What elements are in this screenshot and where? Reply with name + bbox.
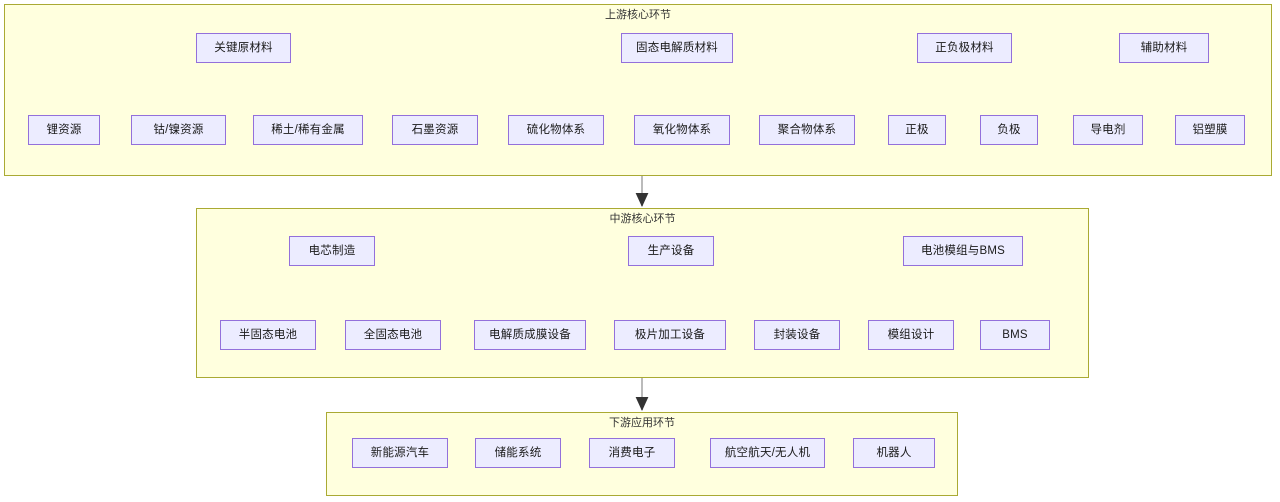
node-d_consumer[interactable]: 消费电子: [589, 438, 675, 468]
node-u_graphite[interactable]: 石墨资源: [392, 115, 478, 145]
node-label: 负极: [997, 124, 1021, 136]
node-label: 石墨资源: [411, 124, 459, 136]
cluster-midstream: 中游核心环节: [196, 208, 1089, 378]
node-label: 正负极材料: [935, 42, 994, 54]
node-d_robot[interactable]: 机器人: [853, 438, 935, 468]
cluster-title-midstream: 中游核心环节: [609, 213, 676, 225]
node-d_nev[interactable]: 新能源汽车: [352, 438, 448, 468]
node-label: 固态电解质材料: [636, 42, 718, 54]
node-u_rare[interactable]: 稀土/稀有金属: [253, 115, 363, 145]
node-label: 电芯制造: [308, 245, 356, 257]
node-label: 封装设备: [773, 329, 821, 341]
node-u_aux[interactable]: 辅助材料: [1119, 33, 1209, 63]
node-d_aero[interactable]: 航空航天/无人机: [710, 438, 825, 468]
node-m_electrode_eq[interactable]: 极片加工设备: [614, 320, 726, 350]
node-label: 稀土/稀有金属: [271, 124, 345, 136]
node-label: 机器人: [876, 447, 912, 459]
node-d_ess[interactable]: 储能系统: [475, 438, 561, 468]
node-m_semi_solid[interactable]: 半固态电池: [220, 320, 316, 350]
node-m_cell[interactable]: 电芯制造: [289, 236, 375, 266]
node-m_module_des[interactable]: 模组设计: [868, 320, 954, 350]
node-m_film_equip[interactable]: 电解质成膜设备: [474, 320, 586, 350]
node-u_alufilm[interactable]: 铝塑膜: [1175, 115, 1245, 145]
node-u_conickel[interactable]: 钴/镍资源: [131, 115, 226, 145]
node-label: 电解质成膜设备: [489, 329, 571, 341]
node-u_electrodes[interactable]: 正负极材料: [917, 33, 1012, 63]
cluster-upstream: 上游核心环节: [4, 4, 1272, 176]
node-u_conductive[interactable]: 导电剂: [1073, 115, 1143, 145]
node-u_sse[interactable]: 固态电解质材料: [621, 33, 733, 63]
node-m_equipment[interactable]: 生产设备: [628, 236, 714, 266]
node-u_key_raw[interactable]: 关键原材料: [196, 33, 291, 63]
node-m_all_solid[interactable]: 全固态电池: [345, 320, 441, 350]
node-label: 硫化物体系: [526, 124, 586, 136]
node-label: 新能源汽车: [370, 447, 430, 459]
node-label: 钴/镍资源: [153, 124, 204, 136]
node-m_module_bms[interactable]: 电池模组与BMS: [903, 236, 1023, 266]
node-label: 电池模组与BMS: [920, 245, 1006, 257]
node-label: 全固态电池: [363, 329, 423, 341]
node-label: 航空航天/无人机: [724, 447, 811, 459]
node-label: 模组设计: [887, 329, 935, 341]
node-label: 聚合物体系: [777, 124, 837, 136]
node-u_anode[interactable]: 负极: [980, 115, 1038, 145]
node-label: 氧化物体系: [652, 124, 712, 136]
node-m_pack_equip[interactable]: 封装设备: [754, 320, 840, 350]
node-label: 消费电子: [608, 447, 656, 459]
node-u_lithium[interactable]: 锂资源: [28, 115, 100, 145]
node-label: 关键原材料: [214, 42, 273, 54]
node-label: BMS: [1002, 329, 1028, 341]
node-label: 正极: [905, 124, 929, 136]
node-u_polymer[interactable]: 聚合物体系: [759, 115, 855, 145]
node-label: 导电剂: [1090, 124, 1126, 136]
node-u_oxide[interactable]: 氧化物体系: [634, 115, 730, 145]
node-label: 生产设备: [647, 245, 695, 257]
node-u_sulfide[interactable]: 硫化物体系: [508, 115, 604, 145]
node-label: 辅助材料: [1140, 42, 1188, 54]
node-label: 锂资源: [46, 124, 82, 136]
node-label: 半固态电池: [238, 329, 298, 341]
node-label: 铝塑膜: [1192, 124, 1228, 136]
node-label: 储能系统: [494, 447, 542, 459]
cluster-title-upstream: 上游核心环节: [605, 9, 671, 21]
cluster-title-downstream: 下游应用环节: [609, 417, 675, 429]
node-m_bms[interactable]: BMS: [980, 320, 1050, 350]
node-u_cathode[interactable]: 正极: [888, 115, 946, 145]
node-label: 极片加工设备: [634, 329, 706, 341]
